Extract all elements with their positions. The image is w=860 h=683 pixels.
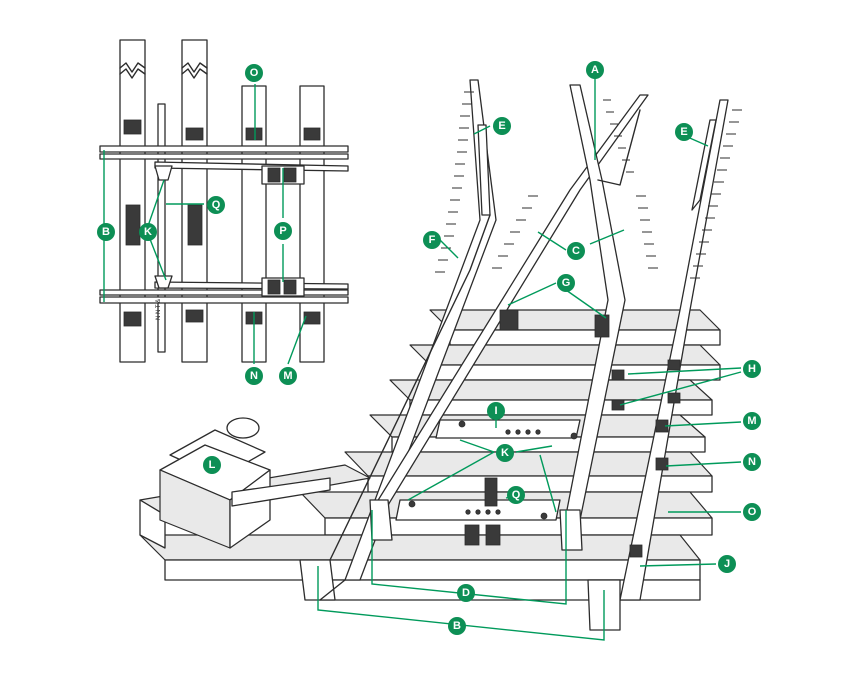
marker-j: J (718, 555, 736, 573)
inset-sleeper-print: N N T & (156, 299, 162, 320)
svg-text:G: G (562, 277, 571, 289)
callout-markers: A E E F C G H I M K N L Q O J D B O Q B … (97, 61, 761, 635)
marker-o-inset: O (245, 64, 263, 82)
svg-text:H: H (748, 363, 756, 375)
svg-text:P: P (279, 225, 286, 237)
stretcher-bar (435, 419, 581, 440)
marker-m-inset: M (279, 367, 297, 385)
svg-text:K: K (501, 447, 509, 459)
svg-text:C: C (572, 245, 580, 257)
marker-q-main: Q (507, 486, 525, 504)
rail-fastenings (499, 309, 681, 558)
marker-h: H (743, 360, 761, 378)
marker-o-main: O (743, 503, 761, 521)
inset-plan-view: N N T & (99, 39, 349, 363)
isometric-view (139, 79, 742, 631)
marker-c: C (567, 242, 585, 260)
svg-text:D: D (462, 587, 470, 599)
svg-text:F: F (429, 234, 436, 246)
marker-e-left: E (493, 117, 511, 135)
svg-text:E: E (498, 120, 505, 132)
marker-a: A (586, 61, 604, 79)
marker-f: F (423, 231, 441, 249)
svg-text:E: E (680, 126, 687, 138)
marker-p: P (274, 222, 292, 240)
svg-text:Q: Q (212, 199, 221, 211)
marker-q-inset: Q (207, 196, 225, 214)
svg-text:B: B (453, 620, 461, 632)
marker-m-main: M (743, 412, 761, 430)
svg-text:I: I (494, 405, 497, 417)
svg-text:M: M (283, 370, 292, 382)
marker-n-main: N (743, 453, 761, 471)
iso-right-rail-guard (477, 119, 717, 216)
svg-text:J: J (724, 558, 730, 570)
svg-text:N: N (250, 370, 258, 382)
iso-left-switch-rail (369, 94, 649, 541)
svg-text:O: O (748, 506, 757, 518)
svg-text:O: O (250, 67, 259, 79)
svg-text:L: L (209, 459, 216, 471)
svg-text:B: B (102, 226, 110, 238)
marker-n-inset: N (245, 367, 263, 385)
marker-k-main: K (496, 444, 514, 462)
marker-b-inset: B (97, 223, 115, 241)
marker-i: I (487, 402, 505, 420)
svg-text:M: M (747, 415, 756, 427)
svg-text:N: N (748, 456, 756, 468)
marker-b-main: B (448, 617, 466, 635)
marker-g: G (557, 274, 575, 292)
lower-stretcher (395, 477, 561, 546)
svg-text:A: A (591, 64, 599, 76)
marker-d: D (457, 584, 475, 602)
marker-e-right: E (675, 123, 693, 141)
rail-teeth (435, 91, 742, 279)
svg-text:Q: Q (512, 489, 521, 501)
point-machine (159, 417, 331, 549)
marker-k-inset: K (139, 223, 157, 241)
svg-text:K: K (144, 226, 152, 238)
marker-l: L (203, 456, 221, 474)
